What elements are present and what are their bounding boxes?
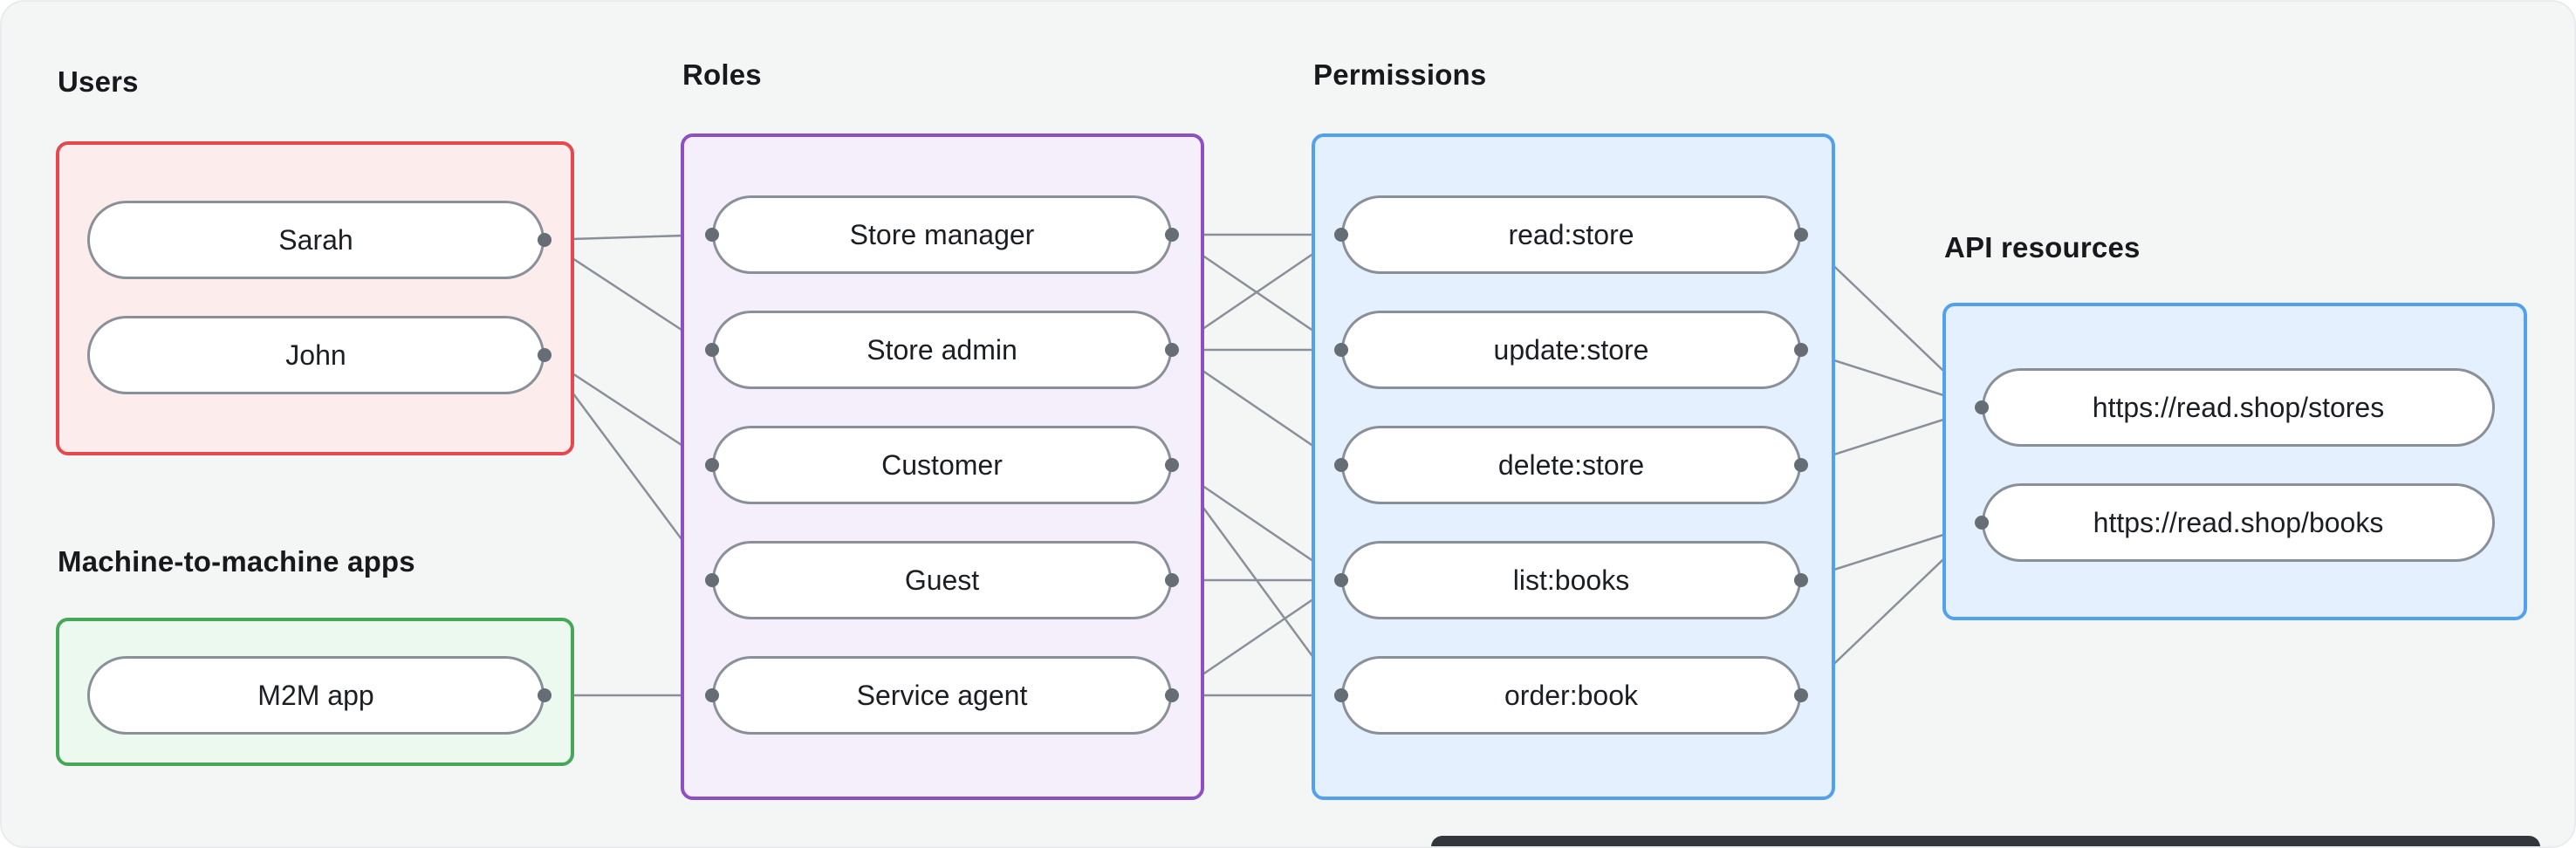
node-label: read:store	[1508, 218, 1634, 250]
group-label-m2m: Machine-to-machine apps	[58, 545, 415, 578]
node-label: update:store	[1493, 333, 1649, 366]
node-john: John	[87, 316, 545, 394]
node-label: https://read.shop/books	[2093, 506, 2384, 538]
node-label: M2M app	[257, 679, 374, 711]
node-service-agent: Service agent	[712, 656, 1172, 735]
group-label-permissions: Permissions	[1313, 58, 1487, 91]
node-sarah: Sarah	[87, 201, 545, 279]
group-label-users: Users	[58, 65, 139, 98]
node-order-book: order:book	[1341, 656, 1801, 735]
group-api	[1942, 303, 2527, 620]
node-label: list:books	[1512, 564, 1630, 596]
node-guest: Guest	[712, 541, 1172, 619]
node-label: order:book	[1504, 679, 1638, 711]
node-customer: Customer	[712, 426, 1172, 504]
node-res-stores: https://read.shop/stores	[1982, 368, 2495, 447]
node-label: https://read.shop/stores	[2092, 391, 2385, 423]
group-users	[56, 141, 574, 455]
node-update-store: update:store	[1341, 311, 1801, 389]
node-label: Service agent	[856, 679, 1028, 711]
group-label-roles: Roles	[682, 58, 762, 91]
node-list-books: list:books	[1341, 541, 1801, 619]
bottom-divider-bar	[1431, 836, 2540, 846]
node-label: Store manager	[849, 218, 1035, 250]
node-label: delete:store	[1497, 448, 1645, 481]
node-read-store: read:store	[1341, 195, 1801, 274]
node-label: Customer	[881, 448, 1003, 481]
group-label-api: API resources	[1944, 231, 2141, 263]
node-m2m-app: M2M app	[87, 656, 545, 735]
node-label: Sarah	[278, 223, 353, 256]
node-label: John	[285, 339, 346, 371]
node-label: Store admin	[867, 333, 1017, 366]
node-store-manager: Store manager	[712, 195, 1172, 274]
node-res-books: https://read.shop/books	[1982, 483, 2495, 562]
node-store-admin: Store admin	[712, 311, 1172, 389]
node-label: Guest	[904, 564, 980, 596]
node-delete-store: delete:store	[1341, 426, 1801, 504]
